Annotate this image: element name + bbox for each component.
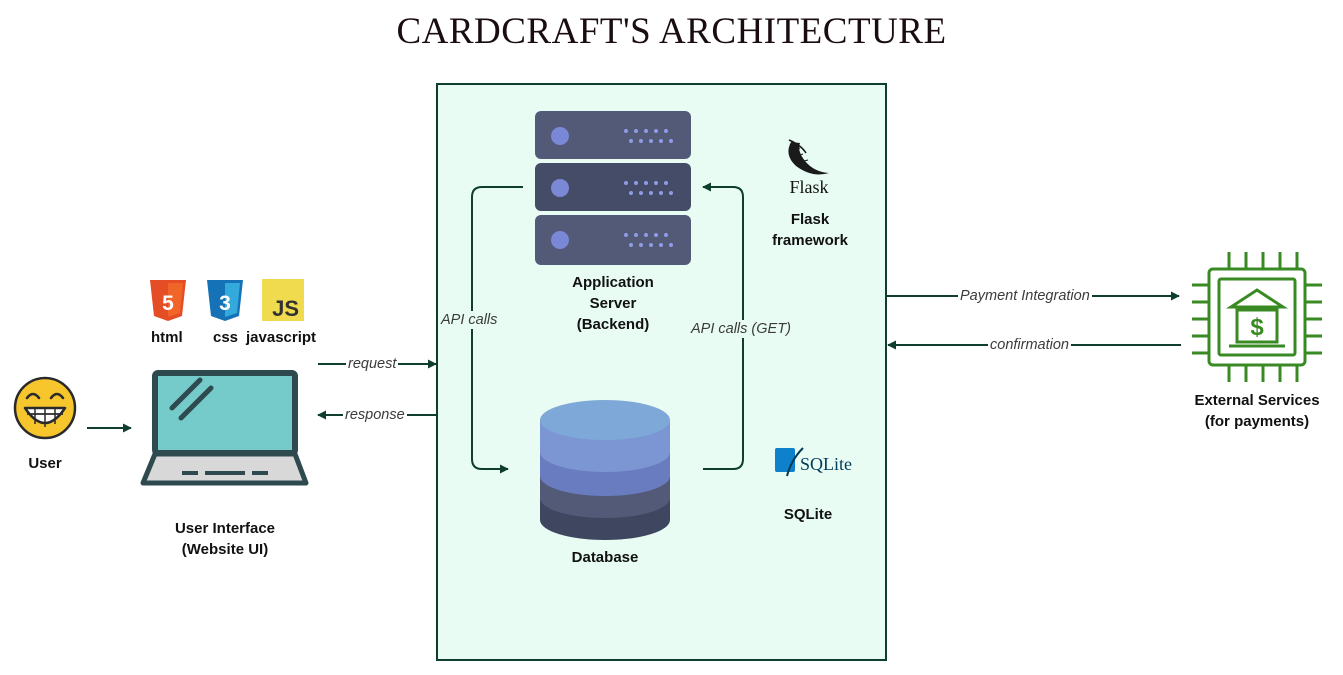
sqlite-wordmark: SQLite [800,454,852,474]
javascript-label: javascript [246,329,317,346]
server-stack-icon [535,111,691,265]
javascript-logo-icon: JS [262,279,304,321]
flask-label-line2: framework [772,232,848,249]
user-label: User [28,455,62,472]
api-calls-get-edge-label: API calls (GET) [689,320,793,338]
ui-label: User Interface (Website UI) [125,518,325,560]
api-calls-edge-label: API calls [439,311,500,329]
external-label: External Services (for payments) [1172,390,1342,432]
grinning-face-icon [13,376,77,440]
request-edge-label: request [346,355,399,373]
confirmation-edge-label: confirmation [988,336,1071,354]
ui-label-line2: (Website UI) [181,541,269,558]
css3-badge: 3 [219,292,231,315]
server-label-line3: (Backend) [576,316,650,333]
ui-label-line1: User Interface [174,520,276,537]
payment-integration-edge-label: Payment Integration [958,287,1092,305]
css-label: css [213,329,239,346]
js-badge: JS [272,296,299,321]
database-label: Database [571,549,639,566]
flask-label-line1: Flask [790,211,830,228]
sqlite-logo-icon: SQLite [775,447,852,477]
external-label-line1: External Services [1194,392,1320,409]
flask-label: Flask framework [750,209,870,251]
flask-logo-icon: Flask [788,139,829,197]
server-label-line1: Application [572,274,654,291]
response-edge-label: response [343,406,407,424]
server-label: Application Server (Backend) [533,272,693,335]
html5-badge: 5 [162,292,174,315]
flask-wordmark: Flask [789,177,828,197]
sqlite-label: SQLite [783,506,833,523]
svg-text:$: $ [1250,314,1264,341]
html-label: html [151,329,183,346]
database-cylinder-icon [540,400,670,540]
server-label-line2: Server [589,295,637,312]
html5-logo-icon: 5 [150,280,186,321]
laptop-icon [140,370,309,486]
diagram-title: CARDCRAFT'S ARCHITECTURE [396,11,947,52]
bank-chip-icon: $ [1192,252,1322,382]
external-label-line2: (for payments) [1204,413,1310,430]
css3-logo-icon: 3 [207,280,243,321]
